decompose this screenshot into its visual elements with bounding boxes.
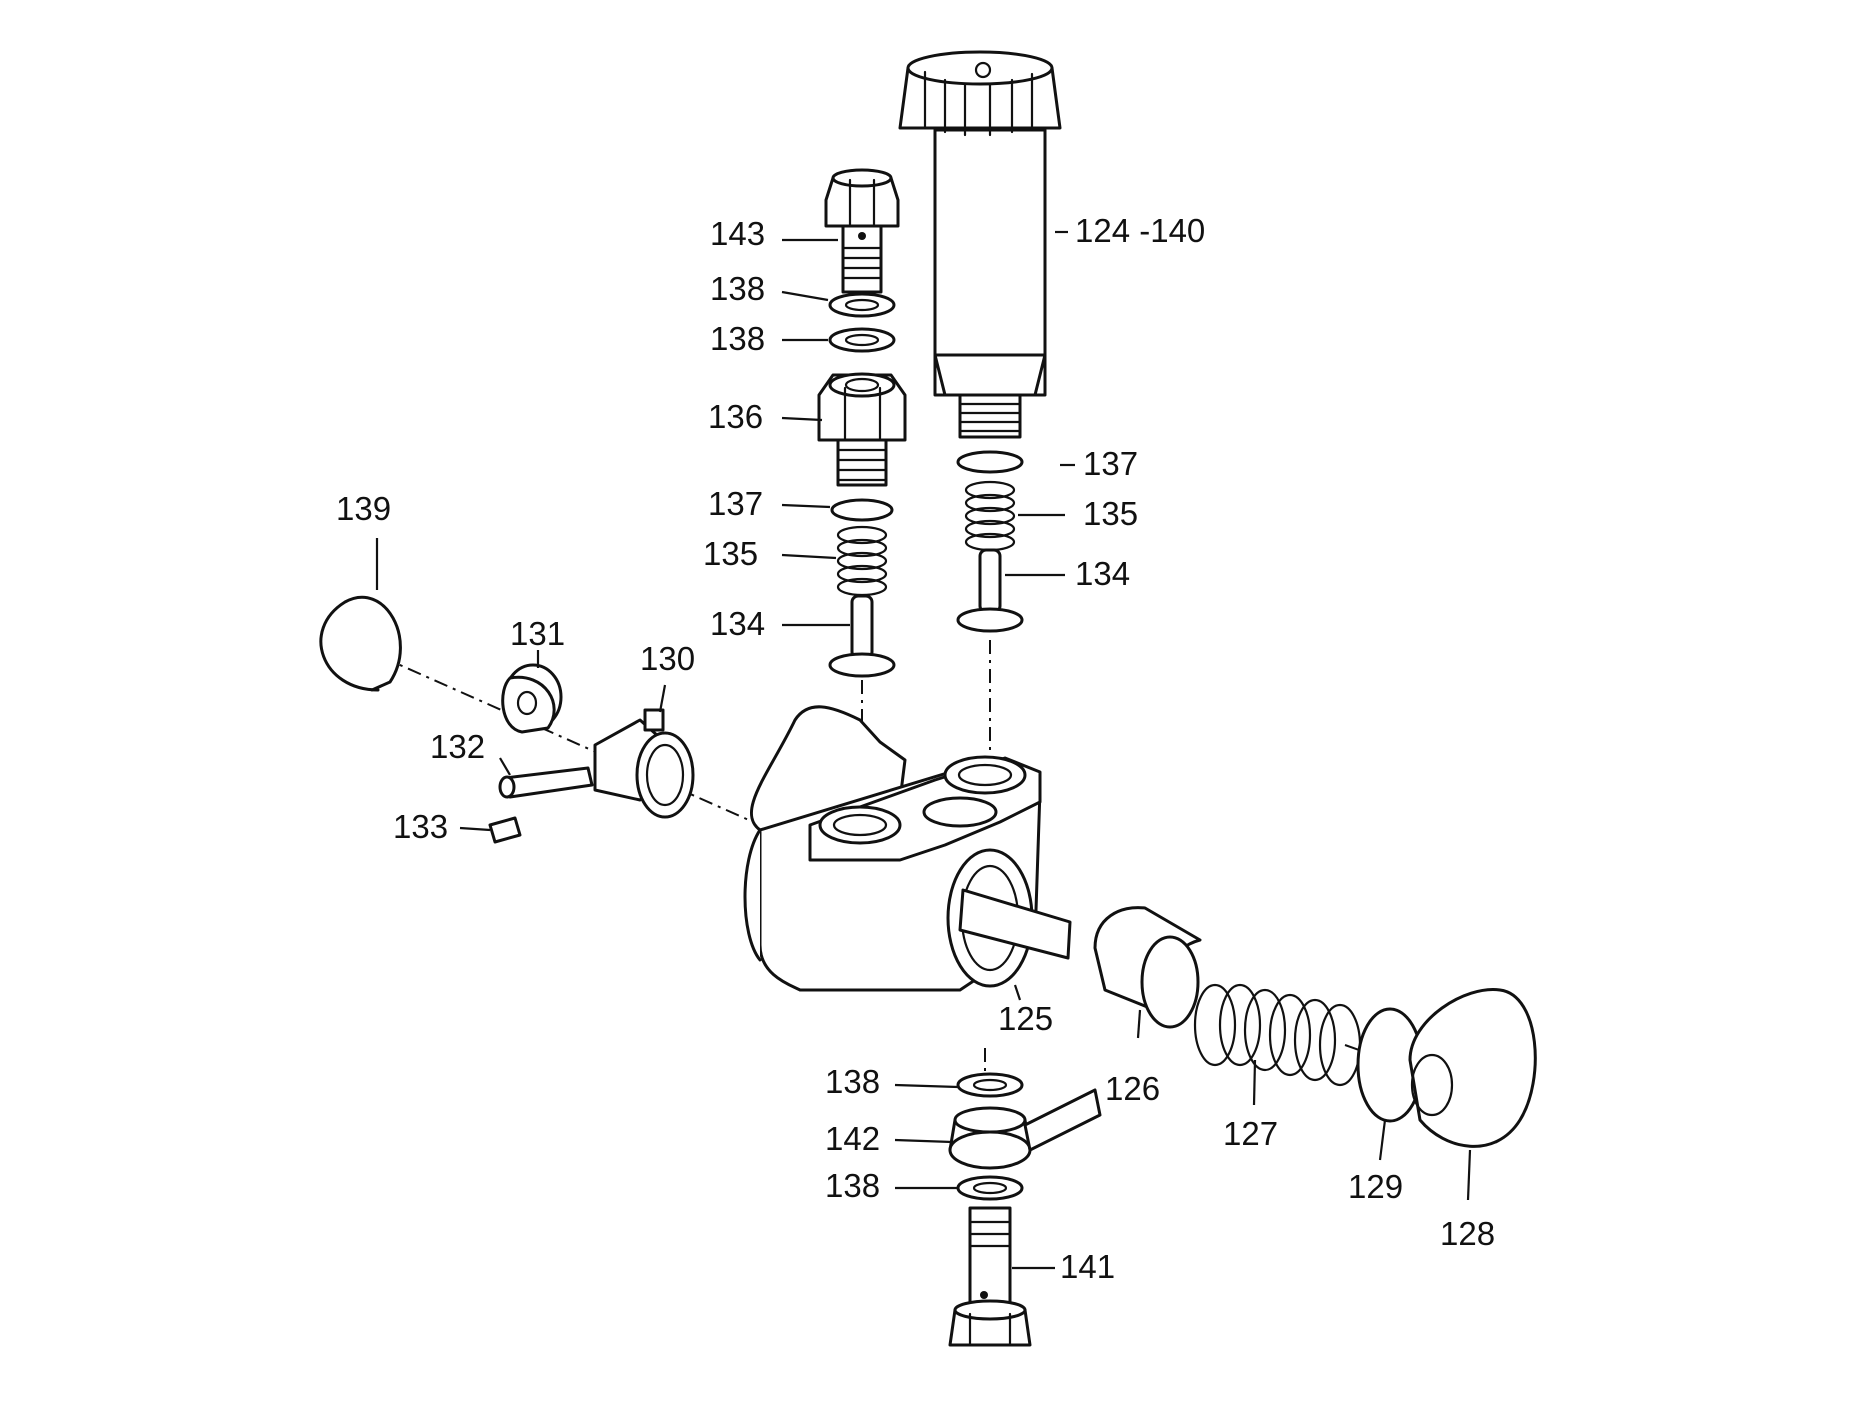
callout-142: 142 xyxy=(825,1120,880,1157)
callout-138-upper-2: 138 xyxy=(710,320,765,357)
pump-housing-125 xyxy=(743,705,1072,992)
callout-141: 141 xyxy=(1060,1248,1115,1285)
washers-138-lower xyxy=(956,1072,1024,1201)
banjo-fitting-142 xyxy=(948,1088,1102,1170)
callout-137-right: 137 xyxy=(1083,445,1138,482)
callout-137-left: 137 xyxy=(708,485,763,522)
o-rings-137 xyxy=(830,450,1024,522)
banjo-bolt-141 xyxy=(948,1206,1032,1347)
callout-135-left: 135 xyxy=(703,535,758,572)
callout-139: 139 xyxy=(336,490,391,527)
leader-lines xyxy=(375,230,1472,1270)
callout-136: 136 xyxy=(708,398,763,435)
callout-128: 128 xyxy=(1440,1215,1495,1252)
roller-131 xyxy=(501,663,563,734)
spring-127 xyxy=(1193,983,1362,1087)
hand-primer-assembly xyxy=(898,50,1062,439)
callout-124-140: 124 -140 xyxy=(1075,212,1205,249)
callout-138-lower-1: 138 xyxy=(825,1063,880,1100)
washers-138-upper xyxy=(828,292,896,353)
callout-131: 131 xyxy=(510,615,565,652)
callout-133: 133 xyxy=(393,808,448,845)
callout-135-right: 135 xyxy=(1083,495,1138,532)
tappet-130 xyxy=(593,708,695,819)
callout-127: 127 xyxy=(1223,1115,1278,1152)
piston-126 xyxy=(1093,906,1202,1029)
check-valves-134 xyxy=(828,548,1024,678)
callout-138-lower-2: 138 xyxy=(825,1167,880,1204)
valve-springs-135 xyxy=(836,480,1016,597)
callout-138-upper-1: 138 xyxy=(710,270,765,307)
pin-133 xyxy=(488,816,522,844)
callout-132: 132 xyxy=(430,728,485,765)
callout-labels: 124 -140 143 138 138 136 137 135 134 137… xyxy=(336,212,1495,1285)
valve-holder-136 xyxy=(817,372,907,487)
callout-126: 126 xyxy=(1105,1070,1160,1107)
callout-129: 129 xyxy=(1348,1168,1403,1205)
callout-125: 125 xyxy=(998,1000,1053,1037)
callout-134-right: 134 xyxy=(1075,555,1130,592)
pin-132 xyxy=(498,766,594,799)
callout-134-left: 134 xyxy=(710,605,765,642)
banjo-bolt-143 xyxy=(824,168,900,294)
callout-143: 143 xyxy=(710,215,765,252)
callout-130: 130 xyxy=(640,640,695,677)
retaining-ring-139 xyxy=(319,595,402,692)
plug-screw-128 xyxy=(1408,988,1537,1148)
